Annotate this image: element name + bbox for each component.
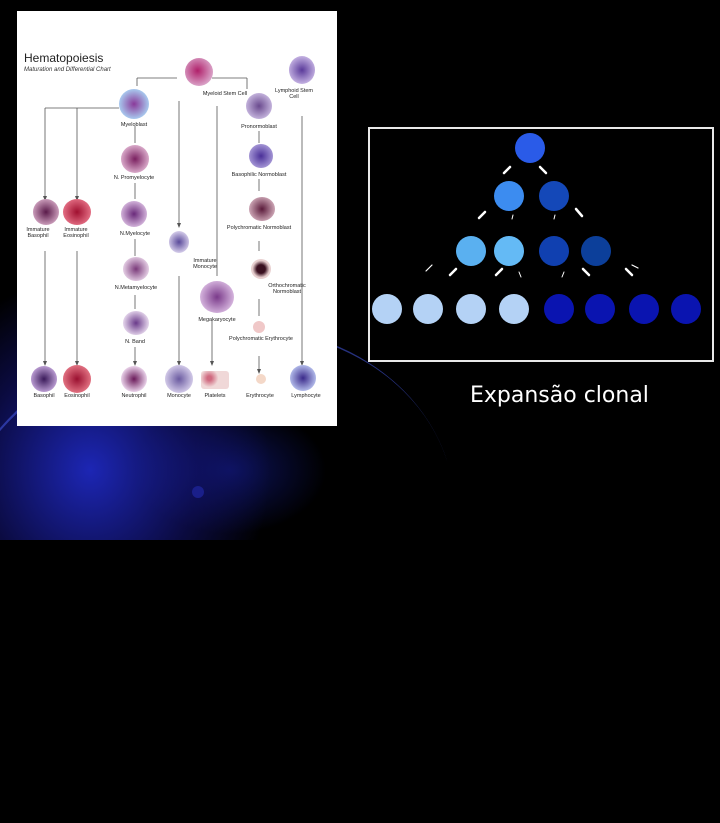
clone-link-tick [425,264,433,272]
cell-lymphoid-stem [289,56,315,84]
cell-pronormoblast [246,93,272,119]
cell-neutrophil [121,366,147,392]
clone-leaf-2 [413,294,443,324]
label-lymphoid-stem-cell: Lymphoid Stem Cell [274,88,313,100]
cell-polychromatic-erythrocyte [253,321,265,333]
cell-myelocyte [121,201,147,227]
label-basophilic-normoblast: Basophilic Normoblast [231,172,287,178]
cell-myeloblast [119,89,149,119]
label-neutrophil: Neutrophil [121,393,147,399]
cell-immature-basophil [33,199,59,225]
clone-link-tick [581,267,591,277]
clone-leaf-5 [544,294,574,324]
label-megakaryocyte: Megakaryocyte [198,317,236,323]
chart-arrows [43,77,304,374]
clone-link-tick [553,214,556,220]
cell-immature-eosinophil [63,199,91,225]
clone-leaf-1 [372,294,402,324]
clone-leaf-7 [629,294,659,324]
hematopoiesis-chart: Hematopoiesis Maturation and Differentia… [17,11,337,426]
cell-band [123,311,149,335]
clone-l3-a [456,236,486,266]
clone-link-tick [561,271,565,278]
clone-leaf-6 [585,294,615,324]
clone-leaf-3 [456,294,486,324]
cell-basophil [31,366,57,392]
clonal-tree [372,133,701,324]
clone-l3-d [581,236,611,266]
label-pronormoblast: Pronormoblast [241,124,277,130]
clone-l3-b [494,236,524,266]
cell-myeloid-stem [185,58,213,86]
clone-link-tick [448,267,458,277]
clone-link-tick [631,264,639,269]
label-erythrocyte: Erythrocyte [246,393,274,399]
label-basophil: Basophil [33,393,55,399]
clone-l2-b [539,181,569,211]
clone-leaf-4 [499,294,529,324]
clone-link-tick [511,214,514,220]
label-immature-monocyte: Immature Monocyte [193,258,217,270]
slide-caption: Expansão clonal [470,383,649,408]
clone-root [515,133,545,163]
cell-monocyte [165,365,193,393]
cell-erythrocyte [256,374,266,384]
clone-link-tick [538,165,548,175]
cell-lymphocyte [290,365,316,391]
clone-link-tick [502,165,512,175]
clone-link-tick [494,267,504,277]
clone-l2-a [494,181,524,211]
cell-promyelocyte [121,145,149,173]
chart-title: Hematopoiesis [24,51,104,65]
clone-link-tick [624,267,634,277]
cell-basophilic-normoblast [249,144,273,168]
label-myelocyte: N.Myelocyte [119,231,151,237]
label-myeloblast: Myeloblast [120,122,148,128]
cell-platelets [201,371,229,389]
label-promyelocyte: N. Promyelocyte [113,175,155,181]
cell-metamyelocyte [123,257,149,281]
cell-orthochromatic-normoblast [251,259,271,279]
label-immature-basophil: Immature Basophil [26,227,50,239]
cell-eosinophil [63,365,91,393]
label-band: N. Band [125,339,145,345]
cell-immature-monocyte [169,231,189,253]
label-metamyelocyte: N.Metamyelocyte [114,285,158,291]
clone-leaf-8 [671,294,701,324]
clone-l3-c [539,236,569,266]
label-myeloid-stem-cell: Myeloid Stem Cell [202,91,248,97]
label-lymphocyte: Lymphocyte [291,393,321,399]
label-polychromatic-normoblast: Polychromatic Normoblast [226,225,292,231]
chart-subtitle: Maturation and Differential Chart [24,67,111,73]
clonal-expansion-panel [368,127,714,362]
clone-link-tick [574,207,584,218]
clone-link-tick [518,271,522,278]
cell-megakaryocyte [200,281,234,313]
label-orthochromatic-normoblast: Orthochromatic Normoblast [268,283,306,295]
label-polychromatic-erythrocyte: Polychromatic Erythrocyte [229,336,293,342]
label-platelets: Platelets [204,393,226,399]
label-monocyte: Monocyte [167,393,191,399]
cell-polychromatic-normoblast [249,197,275,221]
label-immature-eosinophil: Immature Eosinophil [63,227,89,239]
label-eosinophil: Eosinophil [64,393,90,399]
background-dot [192,486,204,498]
clone-link-tick [477,210,487,220]
